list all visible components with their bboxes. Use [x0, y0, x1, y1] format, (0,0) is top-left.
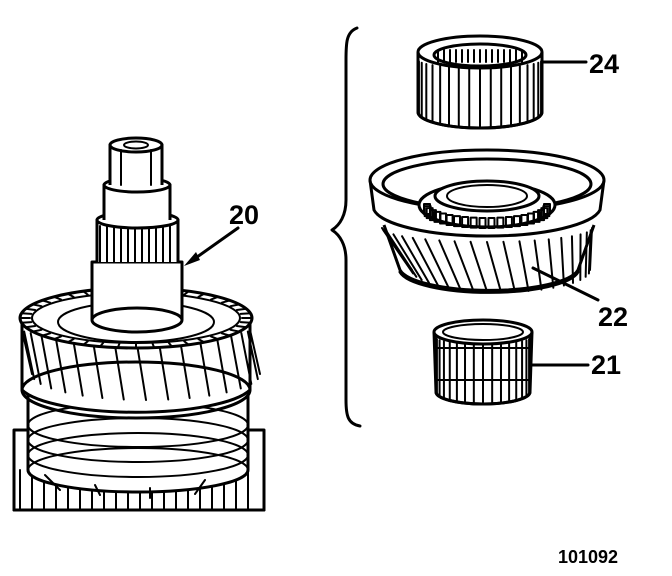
part-21-needle-bearing: [432, 318, 590, 406]
callout-24: 24: [589, 49, 619, 79]
part-22-crown-gear: [368, 148, 606, 302]
leader-arrow-20: [184, 252, 200, 266]
leader-line-22: [531, 266, 600, 302]
callout-20: 20: [229, 200, 259, 230]
collar-stack: [26, 395, 250, 499]
figure-reference-number: 101092: [558, 547, 618, 567]
output-shaft: [90, 136, 184, 334]
callout-22: 22: [598, 302, 628, 332]
helical-gear: [18, 286, 261, 420]
group-brace: [330, 26, 362, 428]
callout-21: 21: [591, 350, 621, 380]
shaft-assembly: [12, 136, 266, 512]
part-24-ring: [416, 34, 588, 130]
